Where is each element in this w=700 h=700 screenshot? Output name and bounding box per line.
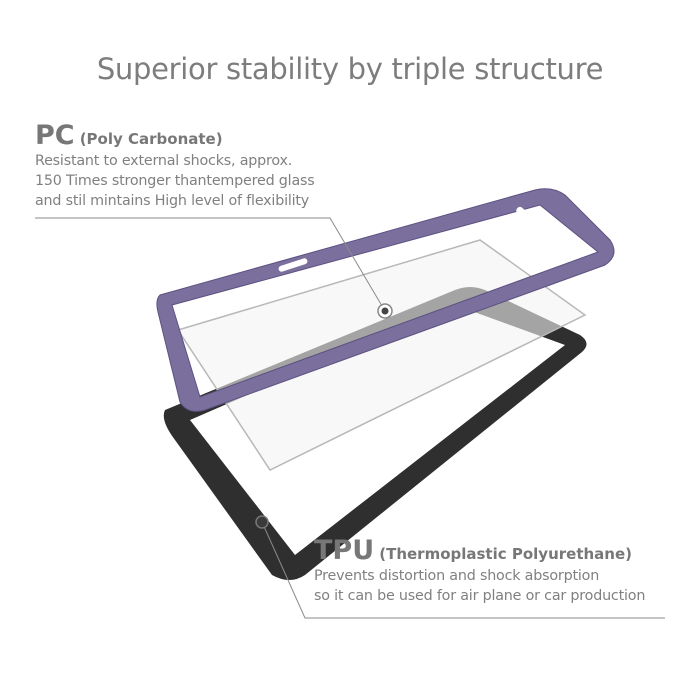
tpu-leader <box>255 515 665 619</box>
pc-line: 150 Times stronger thantempered glass <box>35 173 315 189</box>
pc-description: PC (Poly Carbonate) Resistant to externa… <box>35 120 315 211</box>
pc-leader <box>35 217 393 319</box>
pc-line: and stil mintains High level of flexibil… <box>35 193 310 209</box>
tpu-full-name: (Thermoplastic Polyurethane) <box>379 545 633 563</box>
tpu-name: TPU <box>314 535 375 566</box>
pc-frame <box>156 188 615 412</box>
pc-line: Resistant to external shocks, approx. <box>35 153 293 169</box>
tpu-line: so it can be used for air plane or car p… <box>314 588 646 604</box>
tpu-line: Prevents distortion and shock absorption <box>314 568 600 584</box>
pc-full-name: (Poly Carbonate) <box>79 130 223 148</box>
tpu-description: TPU (Thermoplastic Polyurethane) Prevent… <box>314 535 645 606</box>
pc-name: PC <box>35 120 75 151</box>
page-title: Superior stability by triple structure <box>96 52 604 86</box>
